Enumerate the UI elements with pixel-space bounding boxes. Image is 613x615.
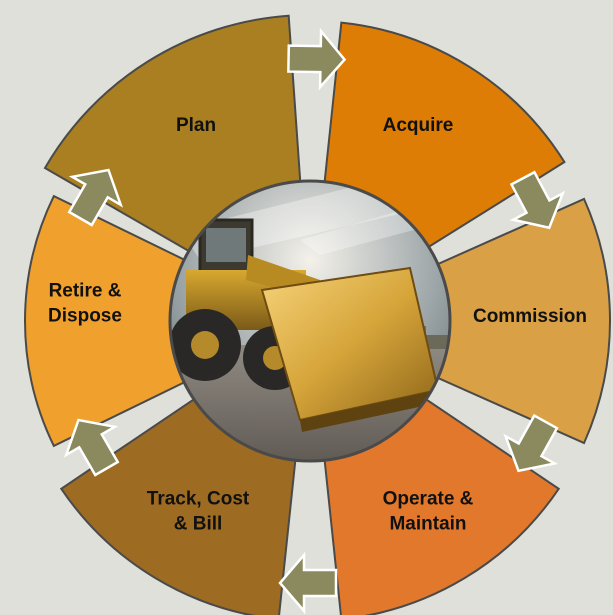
wheel-loader-photo bbox=[170, 181, 450, 461]
cycle-arrow bbox=[509, 170, 566, 230]
segment-label-track: Track, Cost & Bill bbox=[147, 489, 250, 535]
segment-label-operate: Operate & Maintain bbox=[383, 489, 474, 535]
segment-label-plan: Plan bbox=[176, 115, 216, 136]
segment-label-line: Operate & bbox=[383, 489, 474, 510]
center-photo-frame bbox=[168, 179, 452, 463]
segment-label-line: Dispose bbox=[48, 306, 122, 327]
cycle-arrow bbox=[503, 413, 559, 473]
segment-label-acquire: Acquire bbox=[383, 115, 454, 136]
segment-label-line: Track, Cost bbox=[147, 489, 250, 510]
segment-label-commission: Commission bbox=[473, 306, 587, 327]
cycle-arrow bbox=[287, 27, 347, 91]
cycle-arrow bbox=[67, 168, 124, 227]
segment-label-line: Acquire bbox=[383, 115, 454, 136]
segment-label-line: & Bill bbox=[174, 514, 223, 535]
cycle-arrow bbox=[278, 551, 338, 615]
segment-label-retire: Retire & Dispose bbox=[48, 281, 122, 327]
segment-label-line: Commission bbox=[473, 306, 587, 327]
segment-label-line: Plan bbox=[176, 115, 216, 136]
segment-label-line: Retire & bbox=[49, 281, 122, 302]
cycle-arrow bbox=[63, 418, 120, 477]
segment-label-line: Maintain bbox=[389, 514, 466, 535]
